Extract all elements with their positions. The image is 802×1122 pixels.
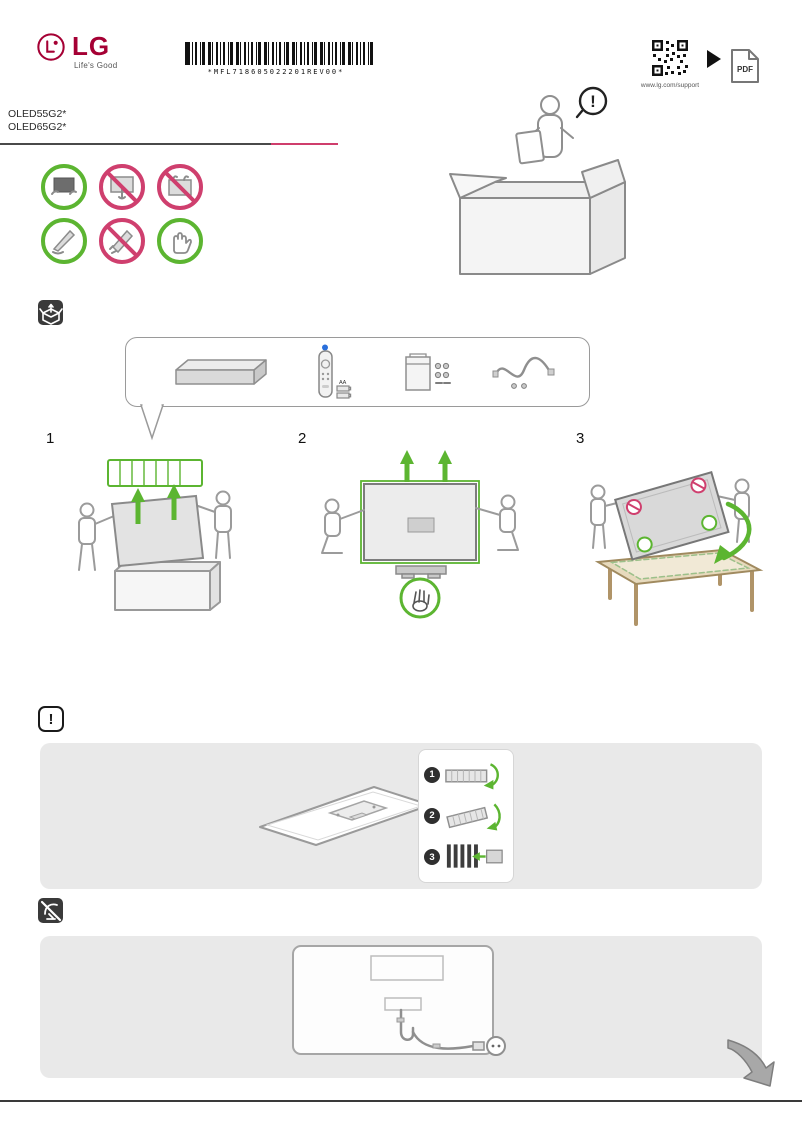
exclamation-glyph: ! <box>590 92 596 111</box>
caution-icon: ! <box>38 706 64 732</box>
footer-rule <box>0 1100 802 1102</box>
step-badge: 2 <box>424 807 440 824</box>
foam-step-row: 1 <box>424 755 508 795</box>
tv-panel <box>613 471 730 561</box>
hand-callout <box>399 577 441 619</box>
callout-tail <box>139 404 165 441</box>
no-touch-icon <box>625 477 707 515</box>
person-reading <box>515 95 574 165</box>
page-turn-icon <box>727 1039 775 1087</box>
step-badge: 1 <box>424 766 440 783</box>
lg-seal-icon <box>37 33 65 61</box>
model-numbers: OLED55G2* OLED65G2* <box>8 108 66 134</box>
rotate-down-arrow-icon <box>714 501 752 564</box>
remote-control-accessory <box>318 344 352 399</box>
support-url: www.lg.com/support <box>640 82 700 89</box>
no-press-screen-icon <box>99 164 145 210</box>
model-rule-pink <box>271 143 338 145</box>
barcode <box>185 42 373 65</box>
model-line-1: OLED55G2* <box>8 108 67 120</box>
brand-tagline: Life's Good <box>74 61 118 70</box>
person-icon <box>197 490 232 559</box>
person-icon <box>475 494 519 551</box>
unpack-icon <box>38 300 63 325</box>
pdf-doc-icon <box>731 49 759 83</box>
person-icon <box>321 498 365 554</box>
power-plug-icon <box>472 1036 506 1056</box>
step-1-number: 1 <box>46 430 55 447</box>
hold-here-icon <box>636 514 718 553</box>
table <box>594 548 764 626</box>
foam-insert-icon <box>446 844 503 868</box>
box-base <box>114 561 221 611</box>
step-3-number: 3 <box>576 430 585 447</box>
step-2-illustration <box>321 450 519 619</box>
no-drop-icon <box>99 218 145 264</box>
barcode-text: *MFL718605022201REV00* <box>207 68 345 76</box>
carton-box <box>449 159 626 275</box>
step-badge: 3 <box>424 849 440 866</box>
unboxing-illustration: ! <box>449 86 626 275</box>
foam-steps-panel: 1 2 3 <box>418 749 514 883</box>
hardware-packet-accessory <box>405 353 451 391</box>
wear-gloves-icon <box>157 218 203 264</box>
pdf-label: PDF <box>737 65 753 74</box>
accessories-callout <box>125 337 590 407</box>
person-icon <box>78 502 115 571</box>
foam-rotate-icon <box>446 803 501 831</box>
tv-face-down-illustration <box>259 786 431 846</box>
foam-flip-icon <box>445 762 499 790</box>
lift-arrow-icon <box>131 484 181 524</box>
stand-bracket-accessory <box>175 359 267 385</box>
play-arrow-icon <box>707 50 721 68</box>
lift-arrow-icon <box>400 450 452 482</box>
packaging-base <box>395 565 447 579</box>
support-panel-icon <box>41 218 87 264</box>
foam-step-row: 3 <box>424 837 508 877</box>
foam-cap <box>107 459 203 487</box>
no-grip-top-icon <box>157 164 203 210</box>
model-line-2: OLED65G2* <box>8 121 67 133</box>
exclamation-bubble <box>575 86 608 119</box>
no-antenna-icon <box>38 898 63 923</box>
brand-wordmark: LG <box>72 31 111 61</box>
tv-panel <box>110 494 205 568</box>
battery-icon <box>336 385 352 399</box>
foam-step-row: 2 <box>424 796 508 836</box>
person-icon <box>590 484 626 549</box>
panel-highlight <box>360 480 480 564</box>
qr-code-icon <box>650 38 690 78</box>
step-1-illustration <box>78 459 232 611</box>
step-2-number: 2 <box>298 430 307 447</box>
cable-accessory <box>492 356 555 389</box>
battery-label: AA <box>339 380 347 386</box>
caution-glyph: ! <box>48 710 54 728</box>
model-rule-dark <box>0 143 271 145</box>
tv-back-illustration <box>292 945 506 1056</box>
step-3-illustration <box>590 471 764 626</box>
carry-flat-icon <box>41 164 87 210</box>
